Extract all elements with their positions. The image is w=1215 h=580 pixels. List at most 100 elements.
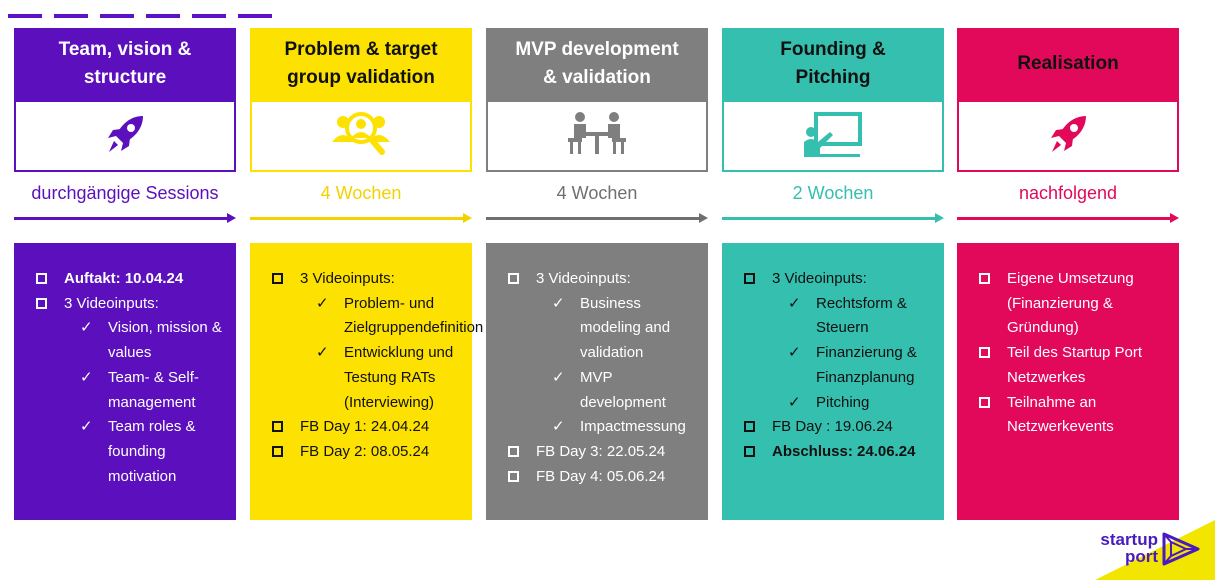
checkmark-icon: ✓: [80, 418, 93, 436]
phase-title-line: structure: [83, 67, 167, 88]
list-item-text: Entwicklung und Testung RATs (Interviewi…: [344, 344, 454, 411]
phase-icon-box: [957, 100, 1179, 172]
phase-header: MVP development& validation: [486, 28, 708, 100]
list-item: 3 Videoinputs:: [508, 267, 696, 292]
list-item: ✓ Business modeling and validation: [508, 292, 696, 366]
phase-duration: 4 Wochen: [556, 183, 638, 203]
list-item-text: Problem- und Zielgruppendefinition: [344, 294, 484, 337]
list-item-text: Abschluss: 24.06.24: [772, 442, 916, 460]
checkmark-icon: ✓: [788, 294, 801, 312]
checkbox-icon: [36, 273, 47, 284]
phase-column-2: Problem & target group validation 4 Wochen…: [250, 28, 483, 520]
list-item: ✓Finanzierung & Finanzplanung: [744, 341, 932, 390]
checkbox-icon: [979, 347, 990, 359]
logo-line2: port: [1124, 547, 1158, 566]
phase-title-line: Founding &: [780, 39, 886, 60]
list-item: FB Day 1: 24.04.24: [272, 415, 460, 440]
checkbox-icon: [744, 273, 755, 284]
phase-duration: nachfolgend: [1018, 183, 1118, 203]
checkmark-icon: ✓: [552, 418, 565, 436]
list-item: Auftakt: 10.04.24: [36, 267, 224, 292]
phase-duration: durchgängige Sessions: [31, 183, 219, 203]
phase-header: Problem & target group validation: [250, 28, 472, 100]
list-item: 3 Videoinputs:: [272, 267, 460, 292]
checkmark-icon: ✓: [316, 344, 329, 362]
phase-title-line: Team, vision &: [58, 39, 192, 60]
list-item-text: Teilnahme an Netzwerkevents: [1007, 393, 1114, 436]
list-item-text: 3 Videoinputs:: [536, 270, 631, 287]
list-item: ✓ Impactmessung: [508, 415, 696, 440]
phase-title-line: MVP development: [515, 39, 679, 60]
presentation-board-icon: [800, 108, 866, 165]
phase-details: 3 Videoinputs: ✓ Business modeling and val…: [486, 243, 708, 520]
checkbox-icon: [272, 445, 283, 457]
checkbox-icon: [979, 396, 990, 408]
list-item-text: Teil des Startup Port Netzwerkes: [1007, 344, 1143, 386]
phase-details: 3 Videoinputs: ✓ Problem- und Zielgruppend…: [250, 243, 483, 520]
list-item: FB Day 3: 22.05.24: [508, 440, 696, 465]
rocket-icon: [99, 108, 151, 165]
list-item: FB Day 2: 08.05.24: [272, 440, 460, 465]
phase-column-4: Founding & Pitching 2 Wochen 3 Videoinputs:…: [722, 28, 944, 520]
checkmark-icon: ✓: [552, 294, 565, 312]
phase-icon-box: [722, 100, 944, 172]
checkbox-icon: [979, 273, 990, 284]
timeline-arrow: [957, 213, 1179, 223]
list-item: ✓Team roles & founding motivation: [36, 415, 224, 489]
list-item-text: FB Day 1: 24.04.24: [300, 418, 430, 436]
list-item-text: Impactmessung: [580, 418, 686, 436]
meeting-table-icon: [564, 108, 630, 165]
phase-details: Eigene Umsetzung (Finanzierung & Gründun…: [957, 243, 1179, 520]
phase-header: Team, vision & structure: [14, 28, 236, 100]
list-item-text: Business modeling and validation: [580, 294, 671, 362]
list-item: ✓ Rechtsform & Steuern: [744, 292, 932, 341]
checkmark-icon: ✓: [316, 294, 329, 312]
list-item-text: FB Day 4: 05.06.24: [536, 467, 666, 485]
list-item: ✓ Entwicklung und Testung RATs (Interview…: [272, 341, 460, 415]
checkmark-icon: ✓: [788, 393, 801, 411]
user-search-icon: [328, 108, 394, 165]
phase-icon-box: [486, 100, 708, 172]
list-item: Teilnahme an Netzwerkevents: [979, 391, 1167, 440]
list-item: ✓Vision, mission & values: [36, 316, 224, 365]
rocket-icon: [1042, 108, 1094, 165]
phase-title-line: Realisation: [1017, 53, 1119, 74]
list-item: Teil des Startup Port Netzwerkes: [979, 341, 1167, 390]
timeline-arrow: [486, 213, 708, 223]
timeline-arrow: [250, 213, 472, 223]
phase-duration: 2 Wochen: [792, 183, 874, 203]
logo-line1: startup: [1100, 530, 1158, 549]
list-item-text: Finanzierung & Finanzplanung: [816, 344, 917, 386]
checkbox-icon: [508, 445, 519, 457]
list-item: ✓ Team- & Self-management: [36, 366, 224, 415]
phase-duration: 4 Wochen: [320, 183, 402, 203]
checkbox-icon: [744, 421, 755, 433]
phase-icon-box: [14, 100, 236, 172]
list-item-text: Team- & Self-management: [108, 368, 199, 411]
checkmark-icon: ✓: [80, 368, 93, 386]
phase-title-line: Pitching: [795, 67, 871, 88]
checkbox-icon: [508, 470, 519, 482]
phase-details: 3 Videoinputs:✓Rechtsform & Steuern✓Fina…: [722, 243, 944, 520]
checkbox-icon: [272, 273, 283, 284]
phase-title-line: group validation: [287, 67, 435, 88]
phase-icon-box: [250, 100, 472, 172]
startup-port-logo-icon: [1162, 532, 1200, 566]
phase-column-3: MVP development& validation 4 Wochen 3 Vid…: [486, 28, 708, 520]
list-item: 3 Videoinputs:: [744, 267, 932, 292]
timeline-arrow: [722, 213, 944, 223]
list-item-text: FB Day 3: 22.05.24: [536, 442, 666, 460]
list-item: Eigene Umsetzung (Finanzierung & Gründun…: [979, 267, 1167, 341]
list-item-text: Rechtsform & Steuern: [816, 294, 907, 337]
list-item-text: 3 Videoinputs:: [64, 294, 159, 312]
list-item-text: Eigene Umsetzung (Finanzierung & Gründun…: [1007, 270, 1134, 337]
list-item-text: Vision, mission & values: [108, 319, 222, 362]
phase-header: Founding & Pitching: [722, 28, 944, 100]
list-item: ✓ Pitching: [744, 391, 932, 416]
phase-title-line: Problem & target: [284, 39, 438, 60]
checkbox-icon: [744, 445, 755, 457]
list-item: ✓MVP development: [508, 366, 696, 415]
list-item-text: Pitching: [816, 393, 870, 411]
list-item-text: 3 Videoinputs:: [772, 270, 867, 287]
